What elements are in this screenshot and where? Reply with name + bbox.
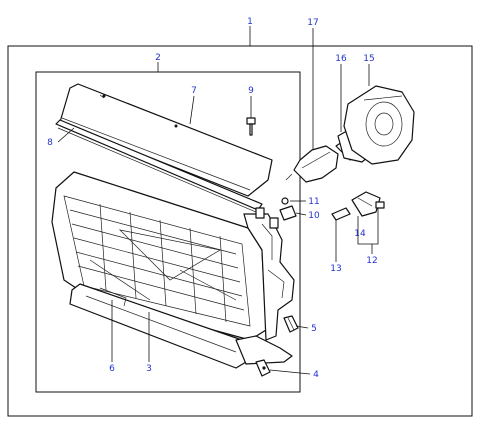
callout-16: 16 <box>335 54 347 64</box>
leader-lines <box>57 26 379 375</box>
callout-1: 1 <box>247 17 253 27</box>
callout-14: 14 <box>354 229 366 239</box>
callout-12: 12 <box>366 256 377 266</box>
sidelight-bulb <box>331 207 351 221</box>
sidelight-holder <box>351 191 385 217</box>
callout-11: 11 <box>308 197 319 207</box>
callout-2: 2 <box>155 53 161 63</box>
callout-5: 5 <box>311 324 317 334</box>
callout-6: 6 <box>109 364 115 374</box>
callout-8: 8 <box>47 138 53 148</box>
callout-3: 3 <box>146 364 152 374</box>
callout-17: 17 <box>307 18 318 28</box>
retainer-clip <box>279 197 297 221</box>
spring-clip <box>283 315 299 333</box>
rear-cover <box>343 85 415 165</box>
callout-10: 10 <box>308 211 320 221</box>
callout-7: 7 <box>191 86 197 96</box>
callout-9: 9 <box>248 86 254 96</box>
assembly-frame-inner <box>35 71 301 393</box>
headlamp-housing <box>243 207 295 341</box>
callout-15: 15 <box>363 54 374 64</box>
seal-strip <box>55 119 263 213</box>
lower-bracket <box>235 335 293 377</box>
assembly-frame-outer <box>7 45 473 417</box>
callout-13: 13 <box>330 264 341 274</box>
callout-4: 4 <box>313 370 319 380</box>
screw <box>246 117 256 136</box>
